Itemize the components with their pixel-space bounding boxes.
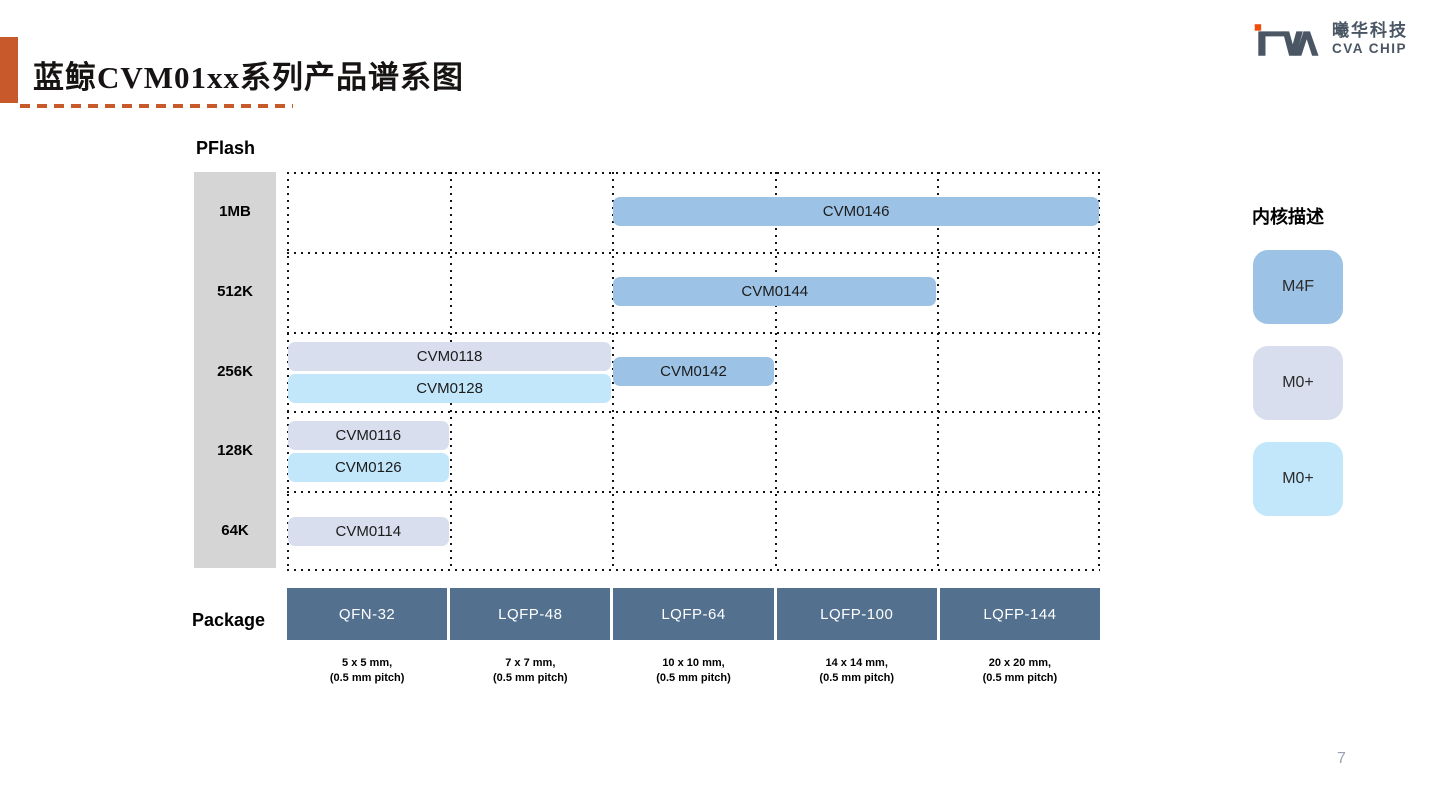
package-size-pitch: (0.5 mm pitch): [819, 671, 894, 684]
y-axis-title: PFlash: [196, 138, 256, 158]
grid-line-horizontal: [287, 411, 1100, 414]
package-size-dimensions: 7 x 7 mm,: [505, 657, 556, 669]
package-size: 7 x 7 mm, (0.5 mm pitch): [450, 656, 610, 686]
grid-line-vertical: [287, 172, 289, 571]
package-size-pitch: (0.5 mm pitch): [329, 671, 405, 684]
legend-item-m0p: M0+: [1253, 346, 1343, 420]
package-header-lqfp-100: LQFP-100: [776, 588, 937, 640]
y-axis-tick: 512K: [217, 282, 253, 300]
package-size-pitch: (0.5 mm pitch): [493, 671, 568, 684]
page-number: 7: [1337, 750, 1346, 767]
package-header-lqfp-64: LQFP-64: [613, 588, 774, 640]
package-size-dimensions: 14 x 14 mm,: [825, 657, 888, 669]
package-size: 20 x 20 mm, (0.5 mm pitch): [940, 656, 1100, 686]
package-size: 5 x 5 mm, (0.5 mm pitch): [287, 656, 447, 686]
grid-line-horizontal: [287, 172, 1100, 174]
product-bar-cvm0116: CVM0116: [288, 421, 449, 451]
product-bar-cvm0114: CVM0114: [288, 516, 449, 546]
package-size-dimensions: 5 x 5 mm,: [342, 657, 393, 669]
y-axis-tick: 1MB: [219, 202, 251, 220]
grid-line-vertical: [774, 172, 777, 571]
grid-line-horizontal: [287, 569, 1100, 571]
package-size: 14 x 14 mm, (0.5 mm pitch): [777, 656, 937, 686]
product-bar-cvm0142: CVM0142: [613, 357, 774, 386]
company-name-cn: 曦华科技: [1332, 21, 1408, 40]
page-title: 蓝鲸CVM01xx系列产品谱系图: [33, 60, 465, 95]
title-accent-bar: [0, 37, 18, 103]
package-size-row: 5 x 5 mm, (0.5 mm pitch) 7 x 7 mm, (0.5 mm …: [287, 656, 1100, 686]
grid-line-horizontal: [287, 251, 1100, 254]
package-size-dimensions: 20 x 20 mm,: [988, 657, 1052, 669]
grid-line-vertical: [449, 172, 452, 571]
x-axis-title: Package: [192, 610, 266, 630]
logo-text: 曦华科技 CVA CHIP: [1332, 18, 1408, 57]
grid-line-horizontal: [287, 331, 1100, 334]
product-bar-cvm0144: CVM0144: [613, 277, 937, 307]
y-axis-tick: 256K: [217, 362, 253, 380]
legend-title: 内核描述: [1252, 207, 1324, 227]
package-size-pitch: (0.5 mm pitch): [982, 671, 1058, 684]
y-axis-tick: 64K: [221, 522, 249, 540]
legend-item-m4f: M4F: [1253, 250, 1343, 324]
package-header-lqfp-48: LQFP-48: [450, 588, 611, 640]
cva-logo-icon: [1254, 24, 1319, 56]
package-size: 10 x 10 mm, (0.5 mm pitch): [613, 656, 773, 686]
package-header-lqfp-144: LQFP-144: [939, 588, 1101, 640]
product-bar-cvm0146: CVM0146: [613, 197, 1099, 227]
grid-line-horizontal: [287, 491, 1100, 494]
company-name-en: CVA CHIP: [1332, 40, 1408, 56]
product-bar-cvm0126: CVM0126: [288, 453, 449, 483]
product-bar-cvm0118: CVM0118: [288, 341, 612, 371]
y-axis-tick: 128K: [217, 442, 253, 460]
product-bar-cvm0128: CVM0128: [288, 373, 612, 403]
title-underline-dashes: [20, 104, 293, 108]
y-axis-band: 1MB 512K 256K 128K 64K: [194, 172, 276, 568]
legend-item-m0p: M0+: [1253, 442, 1343, 516]
package-header-qfn-32: QFN-32: [287, 588, 448, 640]
package-size-pitch: (0.5 mm pitch): [656, 671, 731, 684]
company-logo: 曦华科技 CVA CHIP: [1254, 18, 1408, 62]
grid-line-vertical: [937, 172, 940, 571]
grid-line-vertical: [1098, 172, 1100, 571]
package-size-dimensions: 10 x 10 mm,: [662, 657, 725, 669]
core-legend: M4F M0+ M0+: [1253, 250, 1343, 538]
